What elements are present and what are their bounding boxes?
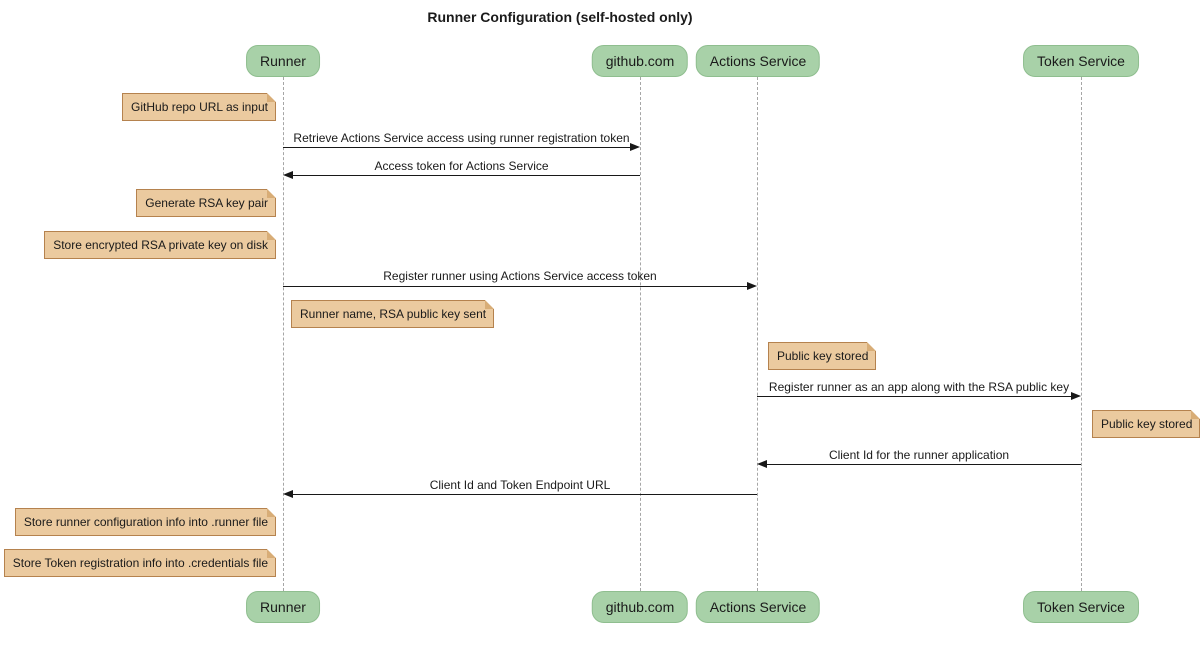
arrowhead-left-icon (757, 460, 767, 468)
note-runner-name-public-key: Runner name, RSA public key sent (291, 300, 495, 328)
note-github-repo-url: GitHub repo URL as input (122, 93, 276, 121)
participant-actions-service-top: Actions Service (695, 45, 821, 77)
note-generate-rsa-key-pair: Generate RSA key pair (136, 189, 276, 217)
message-label-access-token: Access token for Actions Service (374, 159, 549, 173)
message-label-register-runner: Register runner using Actions Service ac… (383, 269, 657, 283)
arrowhead-right-icon (1071, 392, 1081, 400)
arrowhead-left-icon (283, 490, 293, 498)
message-line-client-id-runner-app (762, 464, 1081, 465)
participant-token-service-bottom: Token Service (1023, 591, 1139, 623)
arrowhead-right-icon (747, 282, 757, 290)
participant-actions-service-bottom: Actions Service (695, 591, 821, 623)
message-line-register-runner (283, 286, 752, 287)
lifeline-runner (283, 77, 284, 591)
message-line-register-runner-app (757, 396, 1076, 397)
note-public-key-stored-token: Public key stored (1092, 410, 1200, 438)
note-store-token-registration: Store Token registration info into .cred… (3, 549, 277, 577)
message-label-register-runner-app: Register runner as an app along with the… (768, 380, 1070, 394)
participant-runner-top: Runner (246, 45, 320, 77)
diagram-title: Runner Configuration (self-hosted only) (427, 9, 693, 25)
message-line-access-token (288, 175, 640, 176)
message-line-retrieve-actions-access (283, 147, 635, 148)
message-label-client-id-token-endpoint: Client Id and Token Endpoint URL (429, 478, 611, 492)
message-line-client-id-token-endpoint (288, 494, 757, 495)
participant-runner-bottom: Runner (246, 591, 320, 623)
arrowhead-right-icon (630, 143, 640, 151)
participant-github-com-top: github.com (591, 45, 689, 77)
participant-github-com-bottom: github.com (591, 591, 689, 623)
note-store-encrypted-rsa-key: Store encrypted RSA private key on disk (44, 231, 276, 259)
participant-token-service-top: Token Service (1023, 45, 1139, 77)
lifeline-token-service (1081, 77, 1082, 591)
note-store-runner-config: Store runner configuration info into .ru… (14, 508, 277, 536)
lifeline-github-com (640, 77, 641, 591)
message-label-client-id-runner-app: Client Id for the runner application (828, 448, 1010, 462)
lifeline-actions-service (757, 77, 758, 591)
message-label-retrieve-actions-access: Retrieve Actions Service access using ru… (293, 131, 630, 145)
note-public-key-stored-actions: Public key stored (768, 342, 877, 370)
arrowhead-left-icon (283, 171, 293, 179)
